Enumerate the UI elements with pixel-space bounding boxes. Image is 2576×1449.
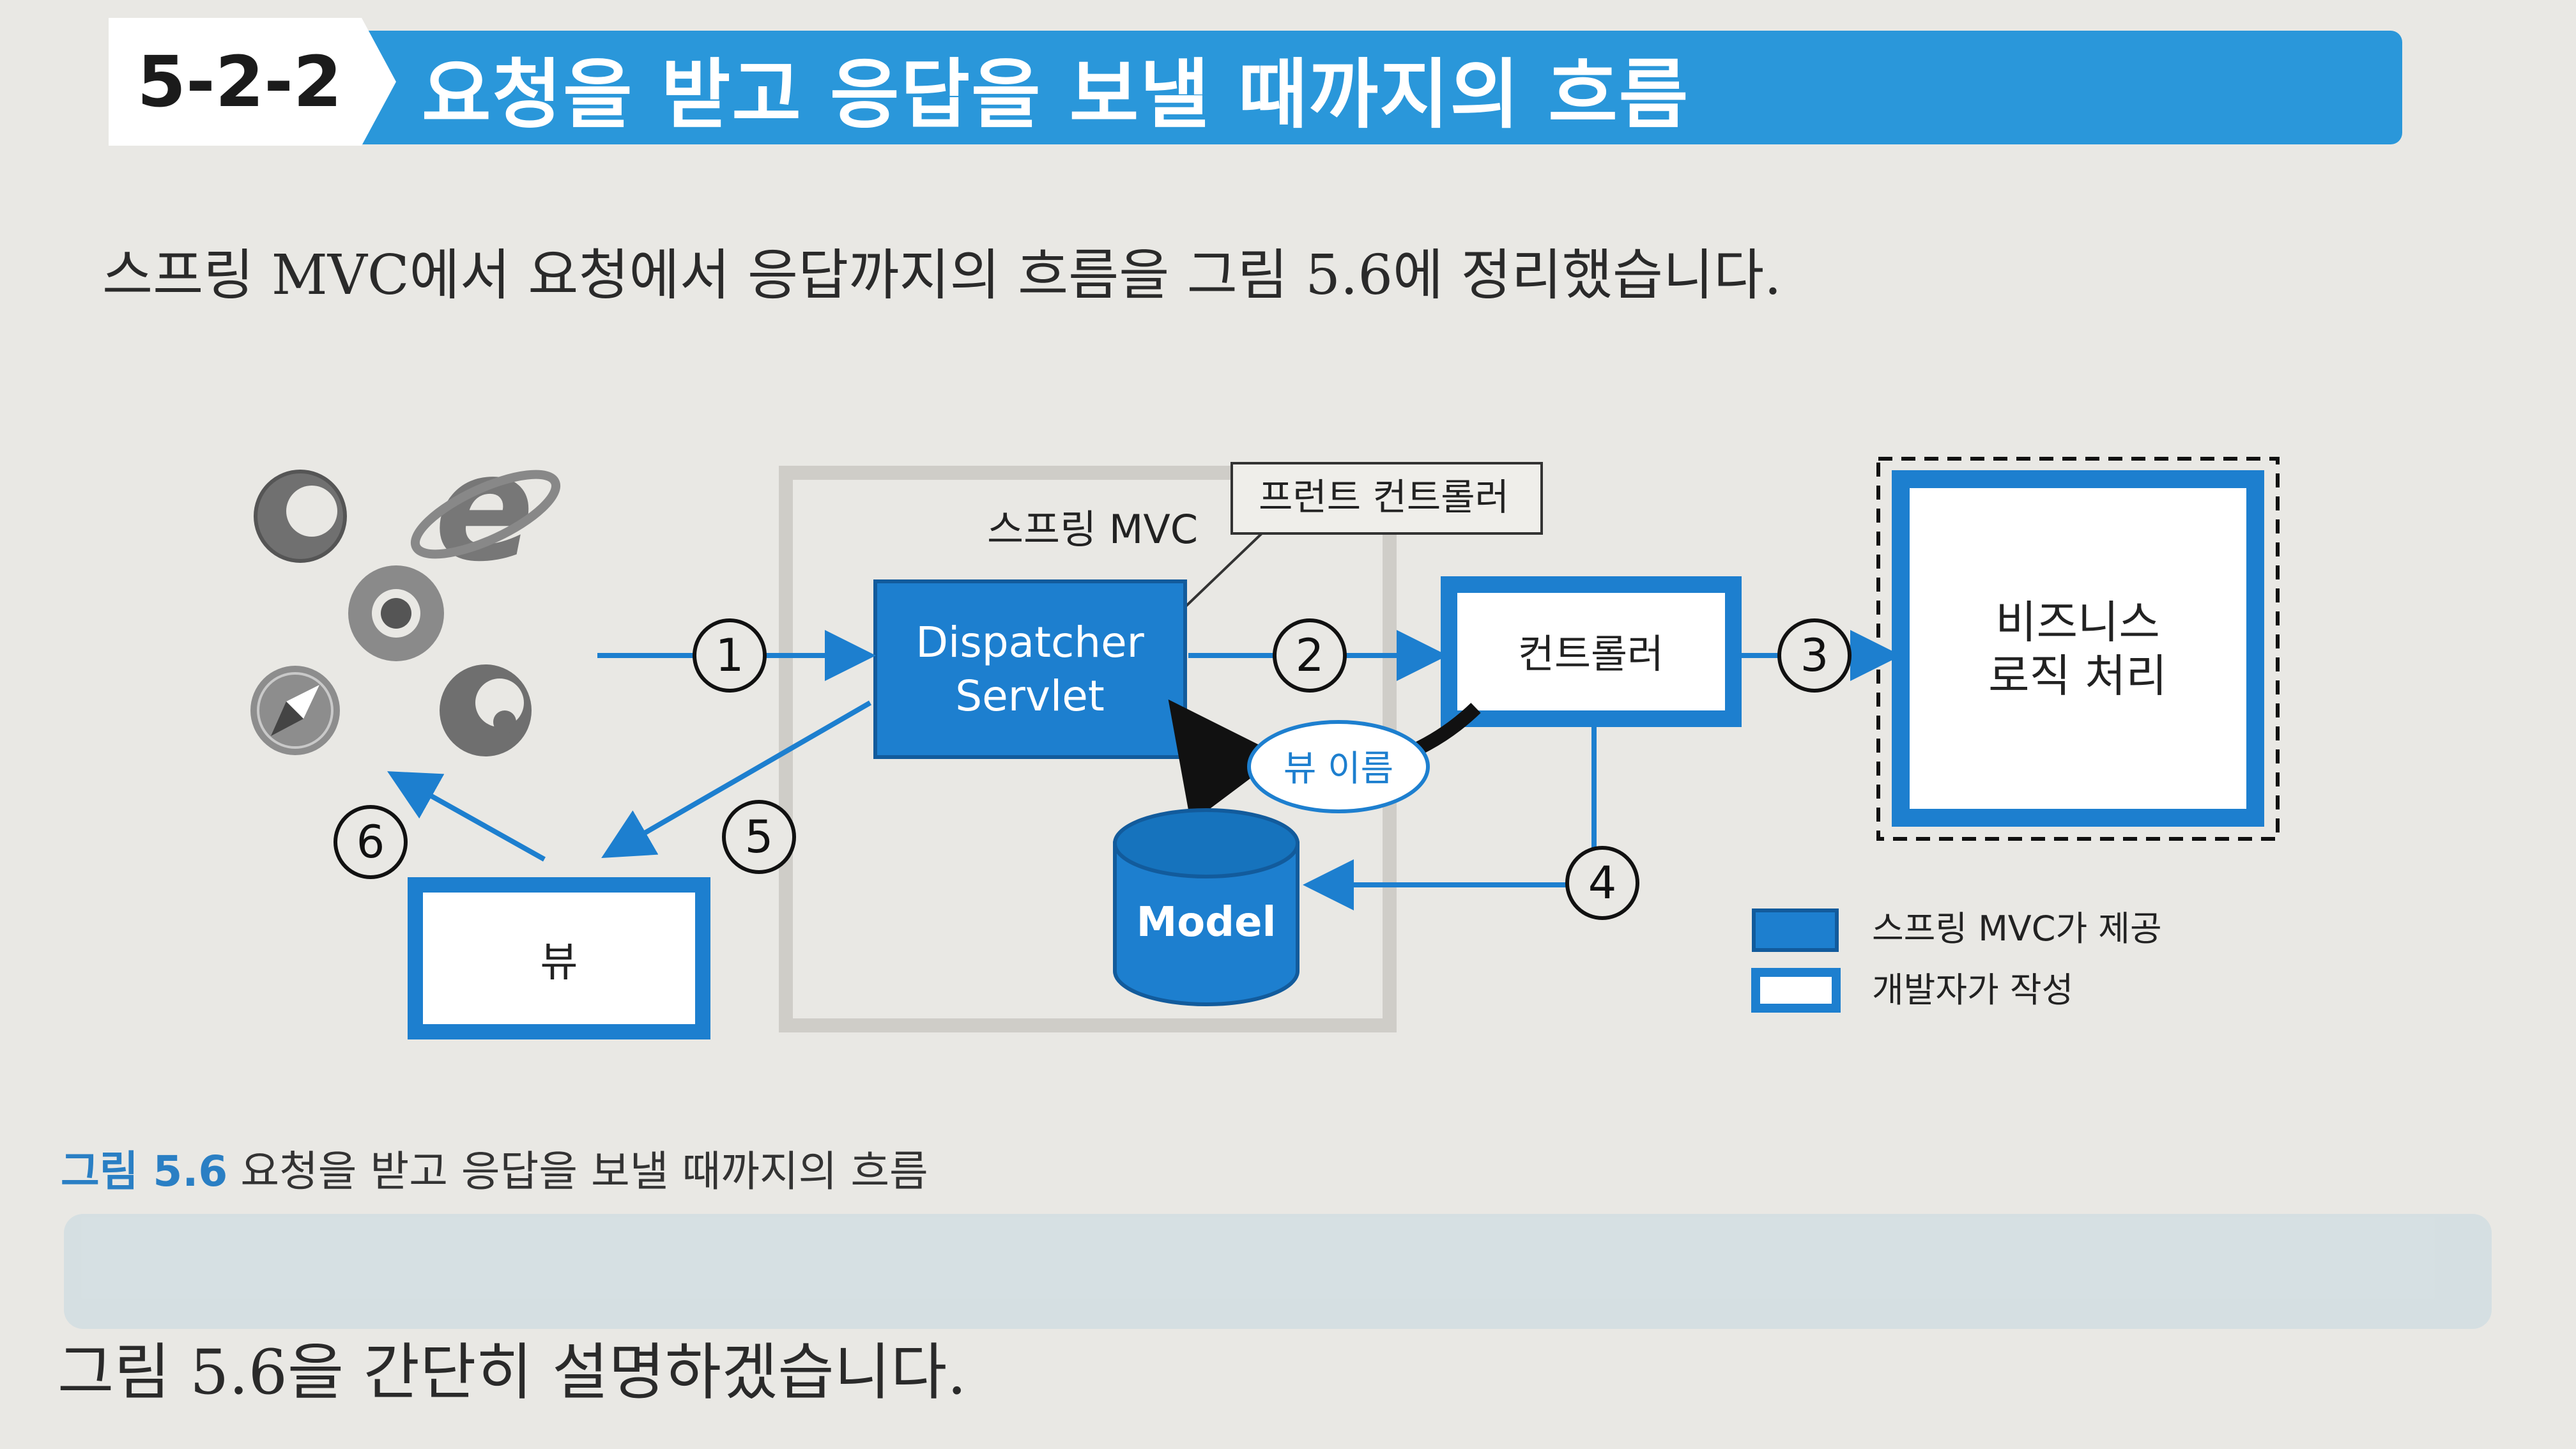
- edge-icon: [440, 664, 532, 756]
- step-3-label: 3: [1800, 629, 1829, 682]
- view-label: 뷰: [540, 939, 578, 986]
- legend-outline-label: 개발자가 작성: [1872, 970, 2073, 1010]
- browser-icons: e: [250, 424, 561, 756]
- business-logic-line1: 비즈니스: [1995, 596, 2160, 648]
- step-6-label: 6: [356, 816, 385, 868]
- model-label: Model: [1137, 899, 1276, 946]
- step-4-marker: 4: [1565, 846, 1639, 920]
- internet-explorer-icon: e: [410, 424, 561, 594]
- step-3-marker: 3: [1777, 618, 1851, 693]
- legend-outline-swatch: [1751, 968, 1841, 1013]
- safari-icon: [250, 666, 340, 755]
- arrow-dispatcher-to-view: [601, 700, 872, 859]
- figure-number: 그림 5.6: [61, 1147, 228, 1196]
- business-logic-box: [1892, 470, 2264, 827]
- section-header-bar: [109, 31, 2402, 144]
- section-title: 요청을 받고 응답을 보낼 때까지의 흐름: [422, 50, 1690, 139]
- step-2-marker: 2: [1273, 618, 1347, 693]
- step-5-marker: 5: [722, 800, 796, 874]
- legend-filled-swatch: [1752, 908, 1839, 952]
- front-controller-label: 프런트 컨트롤러: [1259, 475, 1509, 519]
- step-1-marker: 1: [693, 618, 767, 693]
- body-paragraph: 그림 5.6을 간단히 설명하겠습니다.: [57, 1337, 967, 1408]
- business-logic-line2: 로직 처리: [1988, 650, 2167, 702]
- dispatcher-servlet-line1: Dispatcher: [916, 618, 1144, 667]
- view-name-label: 뷰 이름: [1284, 748, 1393, 790]
- step-2-label: 2: [1296, 629, 1324, 682]
- step-1-label: 1: [716, 629, 744, 682]
- controller-box: [1441, 576, 1742, 727]
- figure-caption-text: 요청을 받고 응답을 보낼 때까지의 흐름: [240, 1147, 928, 1196]
- step-4-label: 4: [1588, 857, 1617, 909]
- legend-filled-label: 스프링 MVC가 제공: [1872, 908, 2162, 949]
- model-cylinder: [1113, 808, 1300, 1006]
- chrome-icon: [348, 565, 444, 661]
- view-box: [408, 877, 710, 1039]
- arrow-view-to-browser: [387, 771, 546, 862]
- intro-paragraph: 스프링 MVC에서 요청에서 응답까지의 흐름을 그림 5.6에 정리했습니다.: [102, 243, 1782, 307]
- front-controller-box: [1230, 462, 1543, 535]
- spring-mvc-label: 스프링 MVC: [987, 506, 1198, 553]
- step-5-label: 5: [745, 811, 774, 863]
- view-name-bubble: [1247, 720, 1430, 813]
- step-6-marker: 6: [334, 805, 408, 879]
- controller-label: 컨트롤러: [1518, 631, 1664, 677]
- next-section-band: [64, 1214, 2492, 1329]
- section-number: 5-2-2: [109, 18, 396, 146]
- dispatcher-servlet-box: [873, 579, 1187, 759]
- legend: 스프링 MVC가 제공 개발자가 작성: [1751, 908, 2162, 1013]
- front-controller-pointer: [1184, 532, 1263, 608]
- dispatcher-servlet-line2: Servlet: [955, 671, 1105, 721]
- firefox-icon: [254, 470, 347, 563]
